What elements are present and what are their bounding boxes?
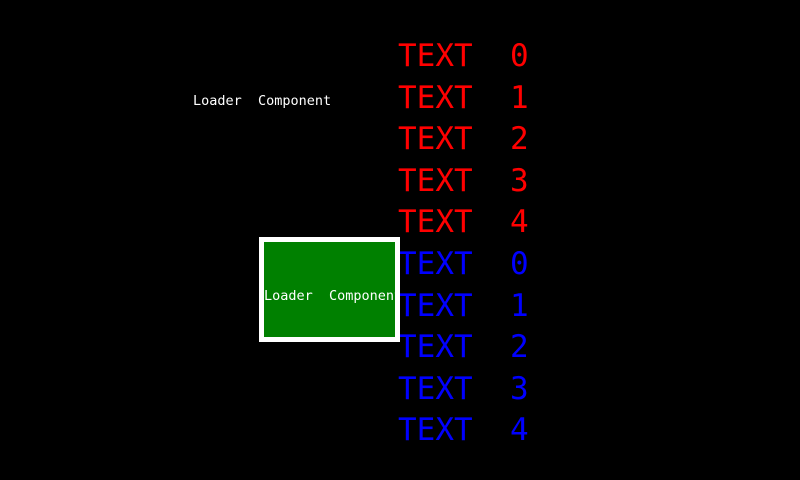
text-row: TEXT 0 [398,38,529,74]
text-row: TEXT 2 [398,329,529,366]
text-row: TEXT 0 [398,245,529,282]
loader-component-box: Loader Component [259,237,400,342]
text-row: TEXT 1 [398,287,529,324]
text-row: TEXT 4 [398,412,529,449]
text-row: TEXT 2 [398,121,529,158]
text-row: TEXT 3 [398,162,529,199]
loader-component-box-label: Loader Component [264,288,400,304]
text-row-list: TEXT 0 TEXT 1 TEXT 2 TEXT 3 TEXT 4 TEXT … [398,36,578,452]
text-row: TEXT 4 [398,204,529,241]
text-row: TEXT 3 [398,370,529,407]
loader-component-label: Loader Component [193,93,332,109]
text-row: TEXT 1 [398,79,529,116]
